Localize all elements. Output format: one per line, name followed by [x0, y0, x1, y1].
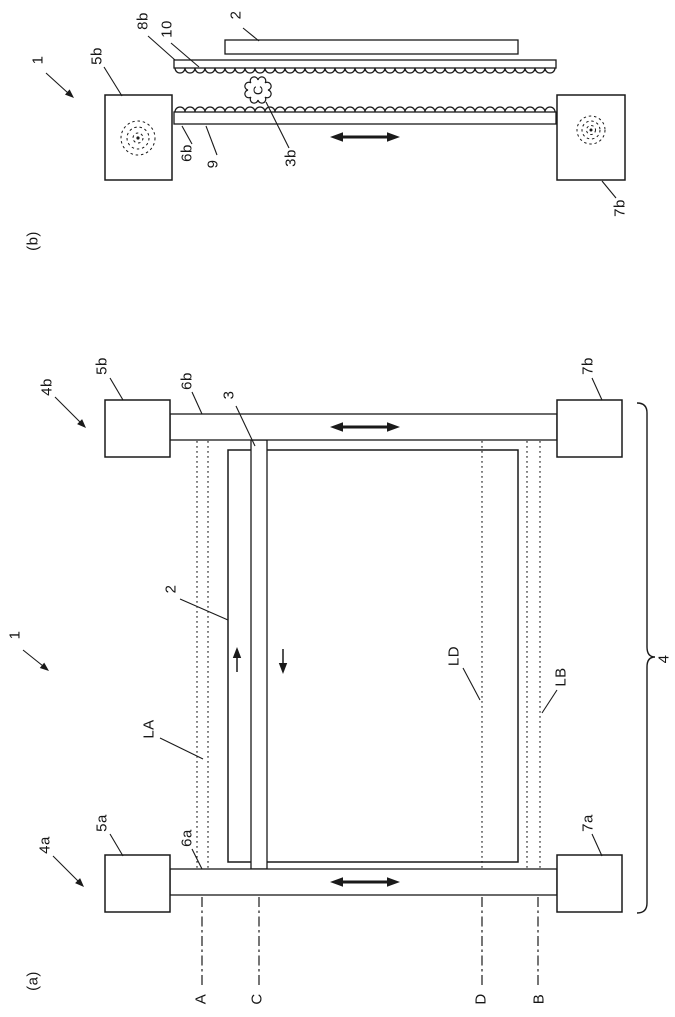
ref4b-arrowhead — [77, 419, 86, 428]
ref-label-LD: LD — [445, 645, 463, 667]
ref-label-LA: LA — [140, 719, 158, 739]
ref-label-1-b: 1 — [29, 55, 47, 65]
lower-shaft-6b — [173, 111, 557, 125]
ref-label-6b-b: 6b — [178, 144, 196, 162]
ref1-arrowhead-b — [65, 89, 74, 98]
ref-label-5b-b: 5b — [88, 47, 106, 65]
spiral-center-dot-right — [589, 128, 593, 132]
block-7a-plan — [556, 854, 623, 913]
ref-label-C-gear: C — [250, 85, 266, 95]
ref-label-4: 4 — [655, 654, 673, 664]
motor-spiral-right-icon — [576, 115, 606, 145]
scan-bar-3 — [250, 439, 268, 870]
motion-arrow-top-icon — [330, 422, 400, 432]
block-5a-plan — [104, 854, 171, 913]
substrate-2-plan — [227, 449, 519, 863]
leader-lines-b — [45, 27, 617, 199]
ref-label-7b-b: 7b — [611, 199, 629, 217]
ref-label-3b-b: 3b — [282, 149, 300, 167]
block-7b-plan — [556, 399, 623, 458]
figure-b-side-view — [45, 27, 626, 199]
ref-label-6b-a: 6b — [178, 372, 196, 390]
pinion-gear-3b — [244, 76, 272, 104]
ref-label-10-b: 10 — [158, 20, 176, 38]
ref-label-C: C — [248, 993, 266, 1005]
ref-label-6a: 6a — [178, 829, 196, 847]
caption-panel-b: (b) — [24, 231, 42, 251]
ref-label-9-b: 9 — [204, 159, 222, 169]
ref-label-B: B — [530, 993, 548, 1005]
ref-label-4b-a: 4b — [38, 378, 56, 396]
ref-label-8b-b: 8b — [134, 12, 152, 30]
figure-a-plan-view — [22, 377, 656, 985]
ref-label-4a: 4a — [36, 836, 54, 854]
ref-label-5b-a: 5b — [93, 357, 111, 375]
motion-arrow-b-icon — [330, 132, 400, 142]
ref-label-A: A — [192, 993, 210, 1005]
scan-region-dotted-lines — [196, 441, 541, 868]
ref-label-7b-a: 7b — [579, 357, 597, 375]
scan-position-chain-lines — [201, 897, 539, 985]
scan-direction-arrows-icon — [232, 647, 288, 674]
motion-arrow-bottom-icon — [330, 877, 400, 887]
assembly-4-brace — [636, 402, 656, 914]
ref-label-7a: 7a — [579, 814, 597, 832]
spiral-center-dot-left — [136, 136, 140, 140]
ref-label-2-b: 2 — [227, 10, 245, 20]
ref-label-LB: LB — [552, 667, 570, 687]
substrate-bar-2 — [224, 39, 519, 55]
motor-block-7b-side — [556, 94, 626, 181]
caption-panel-a: (a) — [24, 971, 42, 991]
motor-spiral-left-icon — [120, 120, 156, 156]
lower-rack-teeth — [174, 106, 556, 113]
upper-rack-teeth — [174, 67, 556, 74]
ref-label-5a: 5a — [93, 814, 111, 832]
upper-rack-body — [173, 59, 557, 69]
block-5b-plan — [104, 399, 171, 458]
ref1-arrowhead-a — [39, 662, 49, 671]
ref4a-arrowhead — [75, 878, 84, 887]
ref-label-D: D — [472, 993, 490, 1005]
ref-label-3-a: 3 — [220, 390, 238, 400]
leader-lines-a — [22, 377, 603, 887]
ref-label-2-a: 2 — [162, 584, 180, 594]
ref-label-1-a: 1 — [6, 630, 24, 640]
